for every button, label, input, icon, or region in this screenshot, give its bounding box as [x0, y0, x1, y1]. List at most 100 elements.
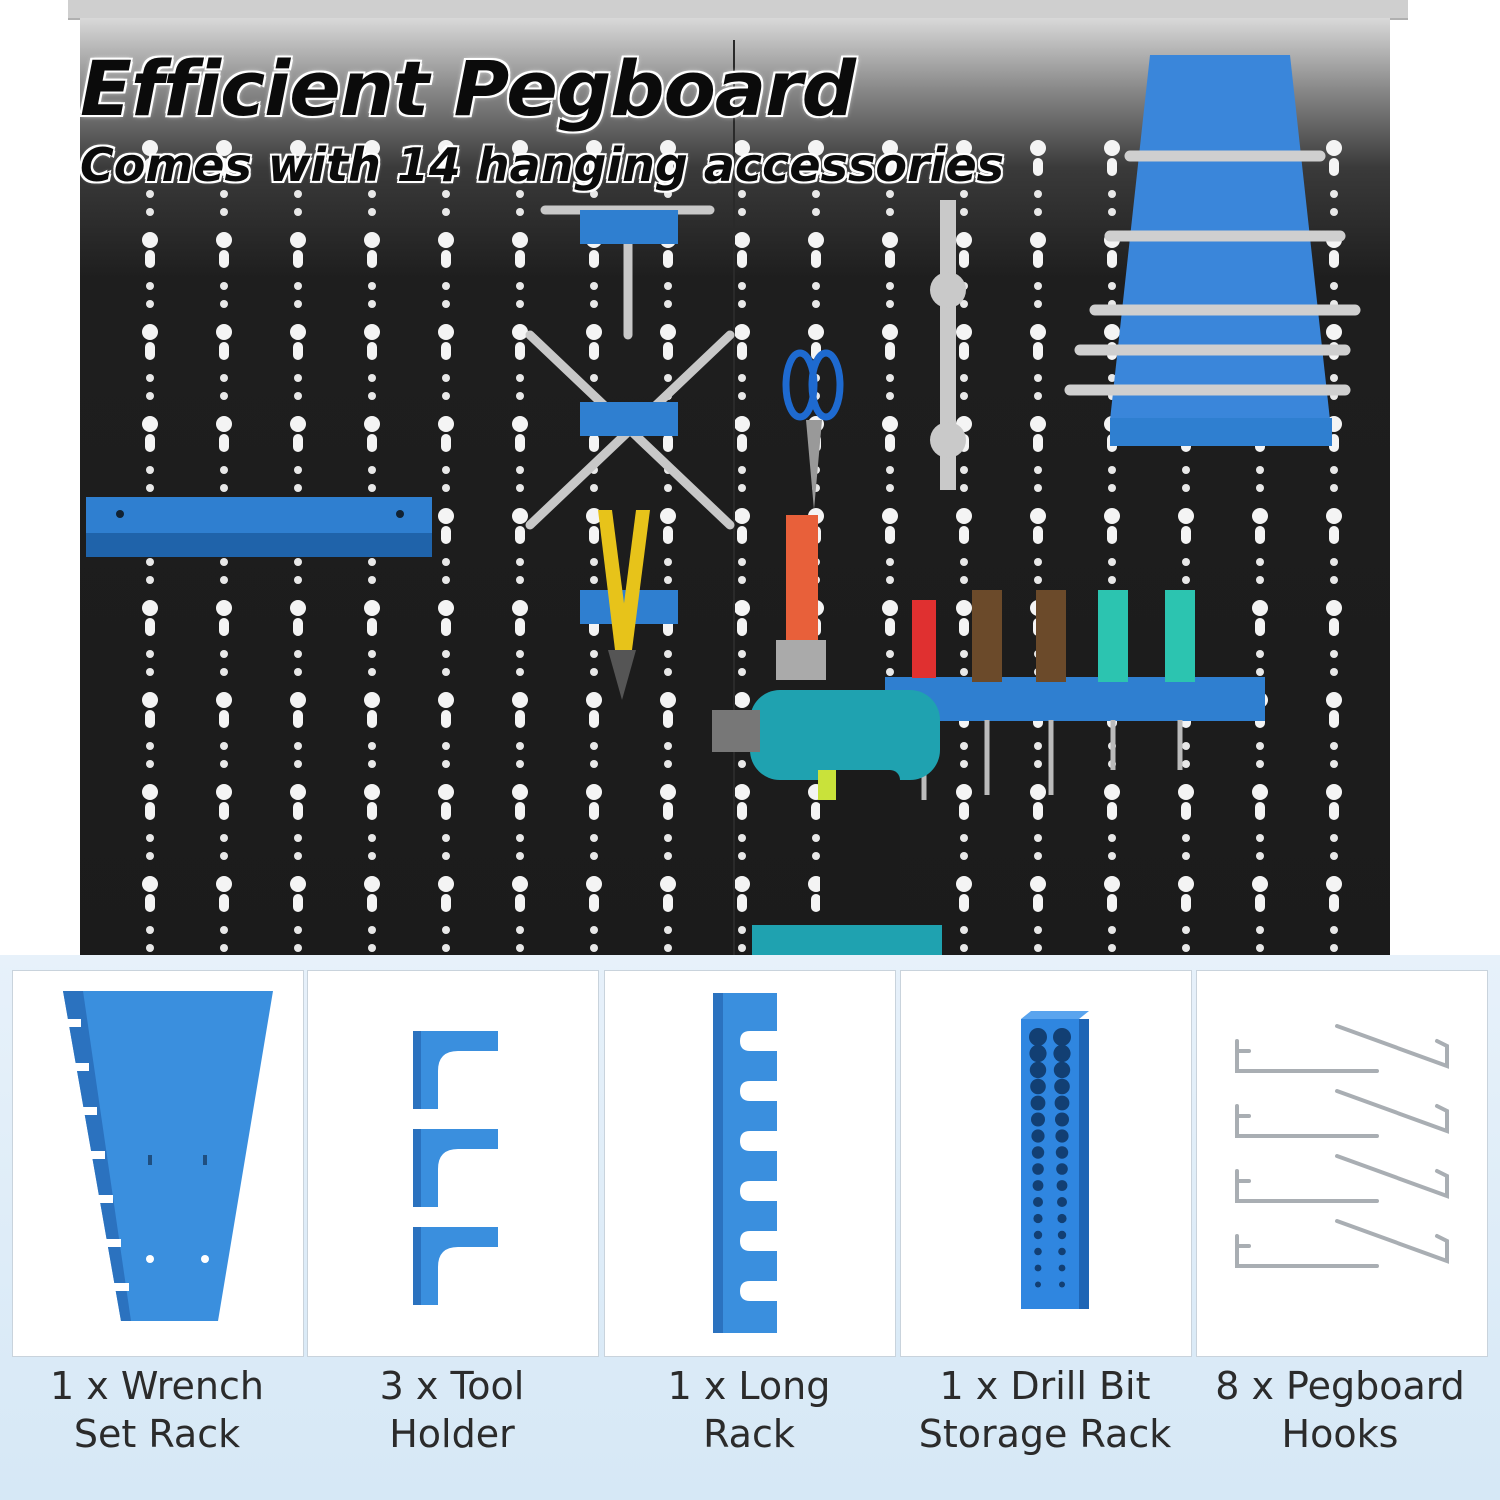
- drill-bit-hole: [1054, 1078, 1070, 1095]
- peg-dot: [1330, 558, 1338, 566]
- peg-dot: [516, 668, 524, 676]
- peg-slot: [142, 784, 158, 820]
- peg-dot: [664, 558, 672, 566]
- peg-dot: [738, 650, 746, 658]
- peg-dot: [220, 300, 228, 308]
- tool-holder-mounted-2: [580, 402, 678, 436]
- peg-dot: [442, 282, 450, 290]
- peg-dot: [294, 208, 302, 216]
- caption-line-2: Rack: [703, 1412, 795, 1456]
- peg-slot: [142, 876, 158, 912]
- peg-dot: [220, 190, 228, 198]
- peg-dot: [516, 558, 524, 566]
- peg-dot: [664, 944, 672, 952]
- peg-dot: [590, 300, 598, 308]
- peg-slot: [734, 232, 750, 268]
- peg-slot: [216, 140, 232, 176]
- peg-dot: [294, 558, 302, 566]
- peg-slot: [1326, 508, 1342, 544]
- peg-dot: [368, 834, 376, 842]
- peg-dot: [368, 852, 376, 860]
- peg-dot: [516, 944, 524, 952]
- peg-dot: [442, 484, 450, 492]
- peg-slot: [290, 692, 306, 728]
- peg-dot: [368, 300, 376, 308]
- peg-dot: [220, 834, 228, 842]
- peg-dot: [1034, 208, 1042, 216]
- peg-dot: [590, 282, 598, 290]
- cordless-drill: [712, 690, 942, 960]
- peg-dot: [590, 852, 598, 860]
- caption-tool-holder: 3 x Tool Holder: [307, 1362, 597, 1458]
- peg-slot: [364, 784, 380, 820]
- peg-slot: [216, 784, 232, 820]
- peg-dot: [146, 300, 154, 308]
- peg-dot: [294, 852, 302, 860]
- peg-dot: [1182, 558, 1190, 566]
- peg-dot: [220, 576, 228, 584]
- peg-slot: [290, 784, 306, 820]
- peg-dot: [294, 466, 302, 474]
- drill-bit-hole: [1031, 1112, 1045, 1127]
- peg-dot: [368, 926, 376, 934]
- peg-slot: [364, 232, 380, 268]
- peg-slot: [364, 416, 380, 452]
- peg-dot: [960, 926, 968, 934]
- peg-dot: [516, 834, 524, 842]
- peg-dot: [442, 300, 450, 308]
- peg-slot: [586, 876, 602, 912]
- peg-slot: [1030, 140, 1046, 176]
- peg-dot: [146, 852, 154, 860]
- peg-slot: [882, 140, 898, 176]
- peg-dot: [1034, 576, 1042, 584]
- peg-dot: [1108, 834, 1116, 842]
- caption-line-1: 1 x Wrench: [50, 1364, 264, 1408]
- peg-dot: [590, 190, 598, 198]
- peg-slot: [216, 876, 232, 912]
- caption-line-1: 8 x Pegboard: [1215, 1364, 1465, 1408]
- peg-slot: [1030, 876, 1046, 912]
- peg-dot: [1256, 742, 1264, 750]
- peg-dot: [146, 668, 154, 676]
- peg-dot: [1034, 926, 1042, 934]
- peg-dot: [516, 208, 524, 216]
- peg-slot: [660, 876, 676, 912]
- peg-dot: [664, 852, 672, 860]
- peg-slot: [1326, 140, 1342, 176]
- long-rack-mounted: [86, 497, 432, 557]
- peg-dot: [1330, 208, 1338, 216]
- peg-slot: [1252, 876, 1268, 912]
- peg-dot: [1256, 484, 1264, 492]
- drill-bit-hole: [1032, 1180, 1044, 1191]
- caption-line-1: 1 x Long: [667, 1364, 831, 1408]
- peg-slot: [438, 324, 454, 360]
- peg-slot: [734, 876, 750, 912]
- peg-slot: [1252, 600, 1268, 636]
- peg-slot: [1178, 784, 1194, 820]
- peg-slot: [438, 232, 454, 268]
- peg-dot: [1256, 650, 1264, 658]
- peg-dot: [960, 650, 968, 658]
- peg-dot: [886, 300, 894, 308]
- peg-dot: [294, 282, 302, 290]
- peg-slot: [1326, 876, 1342, 912]
- peg-dot: [738, 760, 746, 768]
- peg-dot: [1330, 576, 1338, 584]
- peg-slot: [438, 876, 454, 912]
- peg-dot: [664, 190, 672, 198]
- peg-dot: [220, 208, 228, 216]
- peg-dot: [442, 834, 450, 842]
- peg-slot: [512, 784, 528, 820]
- peg-slot: [660, 324, 676, 360]
- peg-dot: [1034, 190, 1042, 198]
- peg-slot: [882, 508, 898, 544]
- accessory-card-wrench-set-rack: [12, 970, 304, 1357]
- peg-dot: [1182, 944, 1190, 952]
- peg-slot: [512, 692, 528, 728]
- peg-dot: [294, 834, 302, 842]
- peg-slot: [1178, 508, 1194, 544]
- peg-dot: [294, 650, 302, 658]
- drill-bit-hole: [1029, 1044, 1047, 1063]
- peg-dot: [812, 300, 820, 308]
- peg-dot: [960, 668, 968, 676]
